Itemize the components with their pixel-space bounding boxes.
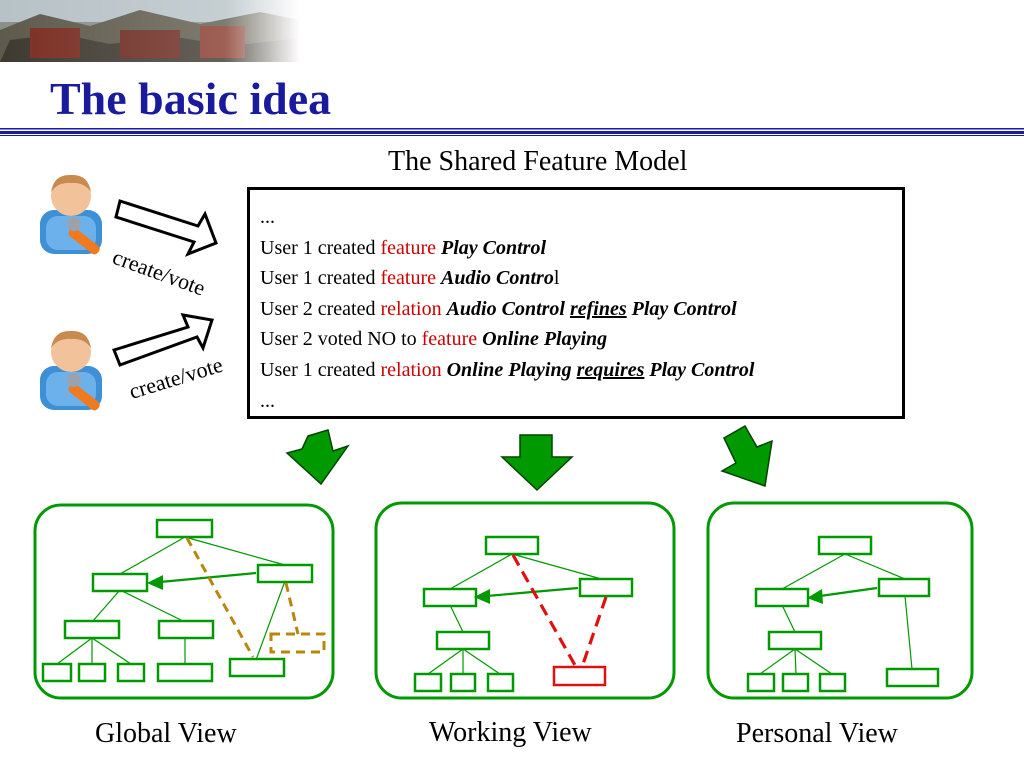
log-keyword: feature: [421, 328, 483, 351]
log-keyword: relation: [380, 297, 447, 320]
log-keyword: feature: [380, 236, 442, 259]
arrow-down-icon: [500, 434, 574, 492]
log-feature-name: Play Control: [631, 297, 737, 320]
log-line: ...: [260, 386, 754, 417]
log-feature-name: Audio Control: [446, 297, 570, 320]
log-feature-name: Audio Contro: [441, 267, 554, 290]
log-line: User 2 voted NO to feature Online Playin…: [260, 324, 754, 355]
log-text: User 2 created: [260, 297, 381, 320]
arrow-down-icon: [285, 429, 350, 486]
slide-title: The basic idea: [50, 73, 332, 124]
log-keyword: feature: [380, 267, 442, 290]
personal-view-caption: Personal View: [736, 718, 898, 749]
working-view-caption: Working View: [429, 717, 592, 748]
title-rule: [0, 128, 1024, 136]
log-line: User 1 created feature Audio Control: [260, 263, 754, 294]
log-text: l: [553, 267, 560, 290]
log-text: User 1 created: [260, 236, 381, 259]
log-relation: refines: [569, 297, 627, 320]
log-keyword: relation: [380, 358, 447, 381]
log-text: User 2 voted NO to: [260, 328, 422, 351]
log-relation: requires: [576, 358, 645, 381]
log-feature-name: Online Playing: [482, 328, 608, 351]
global-view-caption: Global View: [95, 718, 237, 749]
log-text: ...: [260, 389, 275, 412]
log-text: User 1 created: [260, 267, 381, 290]
log-text: User 1 created: [260, 358, 381, 381]
working-view-panel: [374, 501, 676, 700]
log-feature-name: Online Playing: [446, 358, 577, 381]
log-feature-name: Play Control: [649, 358, 755, 381]
arrow-down-icon: [720, 424, 773, 488]
log-line: User 2 created relation Audio Control re…: [260, 294, 754, 325]
log-line: User 1 created feature Play Control: [260, 233, 754, 264]
global-view-panel: [33, 503, 335, 700]
header-photo: [0, 0, 300, 62]
shared-model-caption: The Shared Feature Model: [388, 146, 688, 177]
arrow-right-icon: [114, 199, 218, 257]
personal-view-panel: [706, 501, 974, 700]
log-text: ...: [260, 206, 275, 228]
log-line: ...: [260, 202, 754, 233]
log-line: User 1 created relation Online Playing r…: [260, 355, 754, 386]
arrow-right-icon: [112, 313, 214, 367]
log-feature-name: Play Control: [441, 236, 547, 259]
